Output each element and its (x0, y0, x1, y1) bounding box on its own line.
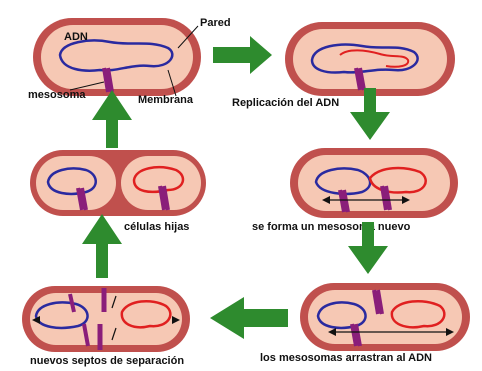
arrow-up-icon (82, 214, 122, 278)
stage-4-cell (300, 283, 470, 351)
arrow-left-icon (210, 297, 288, 339)
label-mesosoma: mesosoma (28, 89, 86, 101)
cell-cytoplasm (293, 29, 447, 89)
stage-1-cell (33, 18, 201, 96)
label-nuevo-mesosoma: se forma un mesosoma nuevo (252, 221, 411, 233)
arrow-right-icon (213, 36, 272, 74)
stage-5-cell (22, 286, 190, 352)
stage-6-cells (30, 150, 206, 216)
cell-cytoplasm (298, 155, 450, 211)
stage-3-cell (290, 148, 458, 218)
label-replicacion: Replicación del ADN (232, 97, 339, 109)
label-hijas: células hijas (124, 221, 189, 233)
label-pared: Pared (200, 17, 231, 29)
label-septos: nuevos septos de separación (30, 355, 184, 367)
cell-cytoplasm (308, 290, 462, 344)
label-membrana: Membrana (138, 94, 194, 106)
arrow-up-icon (92, 90, 132, 148)
stage-2-cell (285, 22, 455, 96)
label-arrastran: los mesosomas arrastran al ADN (260, 352, 432, 364)
label-adn: ADN (64, 31, 88, 43)
